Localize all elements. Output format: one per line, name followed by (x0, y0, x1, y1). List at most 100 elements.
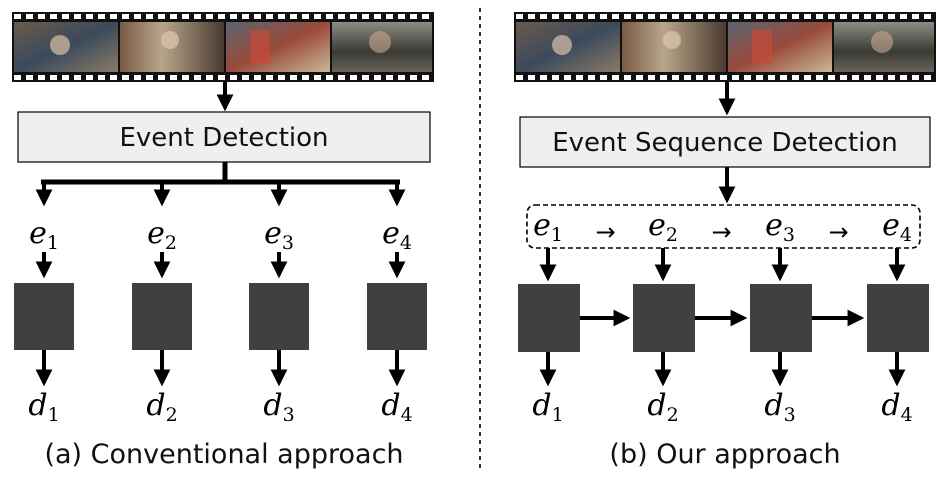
output-label-symbol: d (28, 388, 47, 423)
video-filmstrip-icon (514, 12, 936, 82)
detector-block (367, 283, 427, 350)
sprocket-hole (516, 75, 523, 80)
sprocket-hole (672, 75, 679, 80)
event-detection-label: Event Detection (119, 123, 328, 153)
sprocket-hole (552, 75, 559, 80)
film-sprocket-holes (14, 14, 429, 80)
sprocket-hole (242, 14, 249, 19)
output-label-symbol: d (647, 388, 666, 423)
output-label: d3 (764, 388, 795, 426)
sprocket-hole (696, 75, 703, 80)
output-label-subscript: 4 (401, 404, 413, 426)
output-label-symbol: d (881, 388, 900, 423)
sprocket-hole (528, 14, 535, 19)
output-label: d1 (28, 388, 59, 426)
sprocket-hole (828, 75, 835, 80)
sprocket-hole (302, 14, 309, 19)
sprocket-hole (290, 14, 297, 19)
sequence-arrows: →→→ (595, 218, 848, 246)
sprocket-hole (576, 14, 583, 19)
sprocket-hole (732, 14, 739, 19)
sprocket-hole (876, 14, 883, 19)
sprocket-hole (338, 14, 345, 19)
sprocket-hole (720, 14, 727, 19)
sprocket-hole (62, 75, 69, 80)
sprocket-hole (254, 75, 261, 80)
sprocket-hole (362, 75, 369, 80)
sprocket-hole (840, 75, 847, 80)
sprocket-hole (278, 14, 285, 19)
sprocket-hole (146, 14, 153, 19)
sprocket-hole (38, 14, 45, 19)
sprocket-hole (780, 14, 787, 19)
sprocket-hole (588, 14, 595, 19)
sprocket-hole (768, 75, 775, 80)
event-label-subscript: 1 (551, 224, 563, 246)
output-label-symbol: d (263, 388, 282, 423)
sprocket-hole (302, 75, 309, 80)
sprocket-hole (552, 14, 559, 19)
sprocket-hole (888, 75, 895, 80)
sprocket-hole (648, 75, 655, 80)
sprocket-hole (422, 75, 429, 80)
sprocket-hole (816, 14, 823, 19)
sprocket-hole (98, 14, 105, 19)
event-detection-box (17, 111, 431, 163)
sprocket-hole (326, 75, 333, 80)
sprocket-hole (110, 14, 117, 19)
output-label-subscript: 3 (784, 404, 796, 426)
sprocket-hole (86, 75, 93, 80)
event-sequence-detection-box (519, 116, 931, 168)
output-label-subscript: 1 (48, 404, 60, 426)
sprocket-hole (194, 14, 201, 19)
detector-blocks-b (518, 284, 929, 387)
sprocket-hole (362, 14, 369, 19)
detector-block (14, 283, 74, 350)
sprocket-hole (744, 75, 751, 80)
sprocket-hole (600, 75, 607, 80)
sprocket-hole (564, 75, 571, 80)
output-label: d3 (263, 388, 294, 426)
sequence-arrow-glyph: → (711, 218, 731, 246)
video-filmstrip-icon (12, 12, 434, 82)
sprocket-hole (386, 14, 393, 19)
sprocket-hole (38, 75, 45, 80)
sprocket-hole (564, 14, 571, 19)
sprocket-hole (540, 14, 547, 19)
event-label-subscript: 4 (900, 224, 912, 246)
sprocket-hole (170, 75, 177, 80)
sprocket-hole (62, 14, 69, 19)
fanout-arrows (35, 182, 406, 207)
sprocket-hole (134, 14, 141, 19)
sprocket-hole (146, 75, 153, 80)
sprocket-hole (410, 14, 417, 19)
sprocket-hole (660, 14, 667, 19)
detector-block (518, 284, 580, 352)
film-frames (14, 22, 432, 72)
output-label-symbol: d (381, 388, 400, 423)
sprocket-hole (194, 75, 201, 80)
sprocket-hole (516, 14, 523, 19)
detector-block (867, 284, 929, 352)
sprocket-hole (422, 14, 429, 19)
output-label: d1 (532, 388, 563, 426)
caption-a: (a) Conventional approach (44, 439, 403, 470)
sprocket-hole (912, 14, 919, 19)
sprocket-hole (74, 14, 81, 19)
sprocket-hole (206, 75, 213, 80)
detector-block (249, 283, 309, 350)
sprocket-hole (588, 75, 595, 80)
output-label: d4 (381, 388, 412, 426)
sprocket-hole (242, 75, 249, 80)
event-label-subscript: 2 (666, 224, 678, 246)
sprocket-hole (266, 75, 273, 80)
sprocket-hole (852, 14, 859, 19)
sprocket-hole (290, 75, 297, 80)
sprocket-hole (266, 14, 273, 19)
sprocket-hole (374, 75, 381, 80)
output-label-subscript: 2 (667, 404, 679, 426)
sprocket-hole (98, 75, 105, 80)
sprocket-hole (230, 14, 237, 19)
sequence-arrow-glyph: → (595, 218, 615, 246)
